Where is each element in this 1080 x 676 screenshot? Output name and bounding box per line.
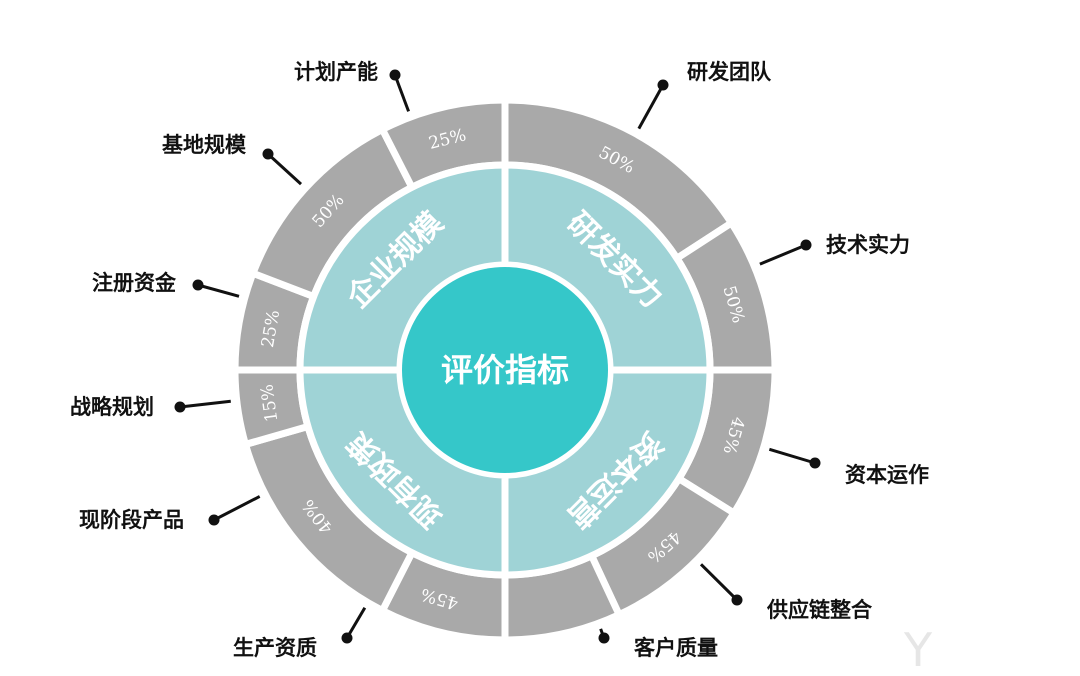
- callout-label: 基地规模: [162, 133, 247, 157]
- callout-leader: [768, 447, 816, 465]
- callout-label: 战略规划: [70, 395, 154, 419]
- callout-label: 计划产能: [294, 60, 378, 84]
- callout-leader: [197, 283, 240, 298]
- callout-label: 生产资质: [233, 636, 317, 660]
- callout-leader: [759, 243, 807, 266]
- callout-label: 客户质量: [634, 636, 718, 660]
- center-circle: [402, 267, 608, 473]
- callout-leader: [266, 152, 303, 186]
- callout-dot: [657, 79, 669, 91]
- callout-dot: [341, 632, 353, 644]
- inner-quadrant: [501, 366, 714, 579]
- inner-quadrant: [501, 161, 714, 374]
- center-label: 评价指标: [441, 351, 569, 389]
- callout-leader: [393, 74, 410, 112]
- callout-dot: [192, 279, 204, 291]
- callout-label: 供应链整合: [766, 598, 873, 622]
- callout-leader: [213, 495, 261, 522]
- callout-dot: [262, 148, 274, 160]
- callout-dot: [208, 514, 220, 526]
- callout-label: 注册资金: [92, 271, 177, 295]
- callout-label: 资本运作: [845, 463, 929, 487]
- callout-label: 研发团队: [687, 60, 772, 84]
- callout-label: 技术实力: [826, 233, 910, 257]
- callout-leader: [699, 563, 739, 602]
- callout-leader: [345, 606, 367, 639]
- callout-dot: [809, 457, 821, 469]
- callout-dot: [174, 401, 186, 413]
- callout-leader: [179, 399, 231, 409]
- callout-dot: [598, 632, 610, 644]
- watermark-logo: Y: [903, 623, 933, 676]
- callout-dot: [731, 594, 743, 606]
- inner-quadrant: [296, 161, 509, 374]
- inner-quadrant: [296, 366, 509, 579]
- callout-label: 现阶段产品: [79, 508, 184, 532]
- callout-leader: [637, 84, 665, 130]
- callout-dot: [800, 239, 812, 251]
- callout-dot: [389, 69, 401, 81]
